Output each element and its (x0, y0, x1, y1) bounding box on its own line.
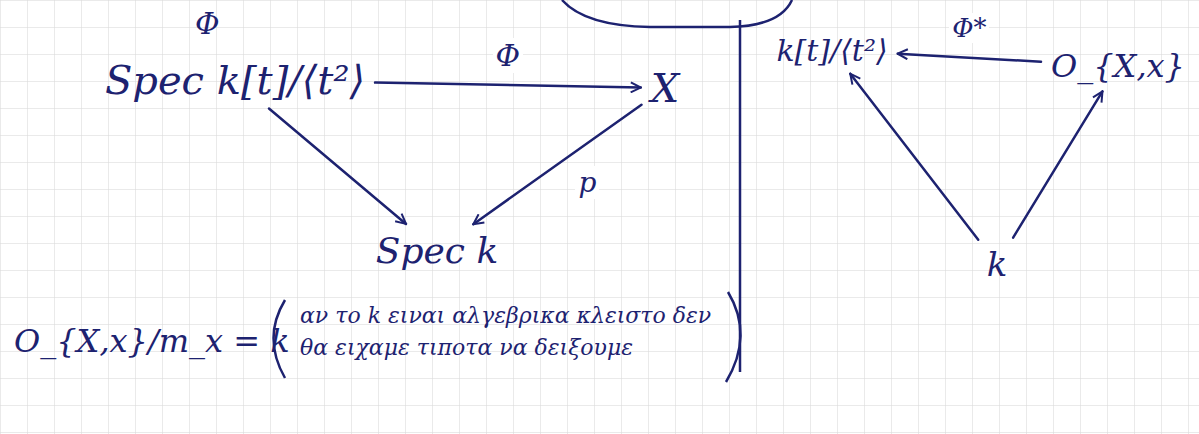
math-object: Spec k (370, 227, 504, 274)
arrow-label: Φ (493, 38, 524, 73)
morphism-arrow (375, 83, 641, 88)
object-text: X (651, 65, 679, 111)
morphism-arrow (473, 105, 641, 224)
margin-note: αν το k ειναι αλγεβρικα κλειστο δεν θα ε… (300, 300, 720, 364)
residue-field-equation: O_{X,x}/m_x = k (14, 318, 290, 364)
morphism-arrow (898, 54, 1041, 62)
math-object: X (645, 62, 685, 114)
math-object: Spec k[t]/⟨t²⟩ (99, 54, 371, 106)
arrow-label: p (575, 166, 599, 199)
object-text: Spec k (376, 230, 498, 271)
map-symbol: Φ (195, 2, 220, 46)
object-text: k[t]/⟨t²⟩ (776, 33, 887, 68)
morphism-arrow (1013, 91, 1102, 237)
math-object: k[t]/⟨t²⟩ (770, 30, 893, 71)
math-object: k (981, 241, 1014, 287)
bracket-arc (562, 0, 792, 27)
arrow-label: Φ* (949, 13, 989, 43)
morphism-arrow (269, 109, 406, 224)
object-text: Spec k[t]/⟨t²⟩ (105, 57, 365, 103)
morphism-arrow (850, 74, 978, 240)
close-paren (726, 292, 741, 382)
object-text: k (987, 244, 1008, 284)
object-text: O_{X,x} (1051, 47, 1185, 85)
math-object: O_{X,x} (1045, 44, 1191, 88)
